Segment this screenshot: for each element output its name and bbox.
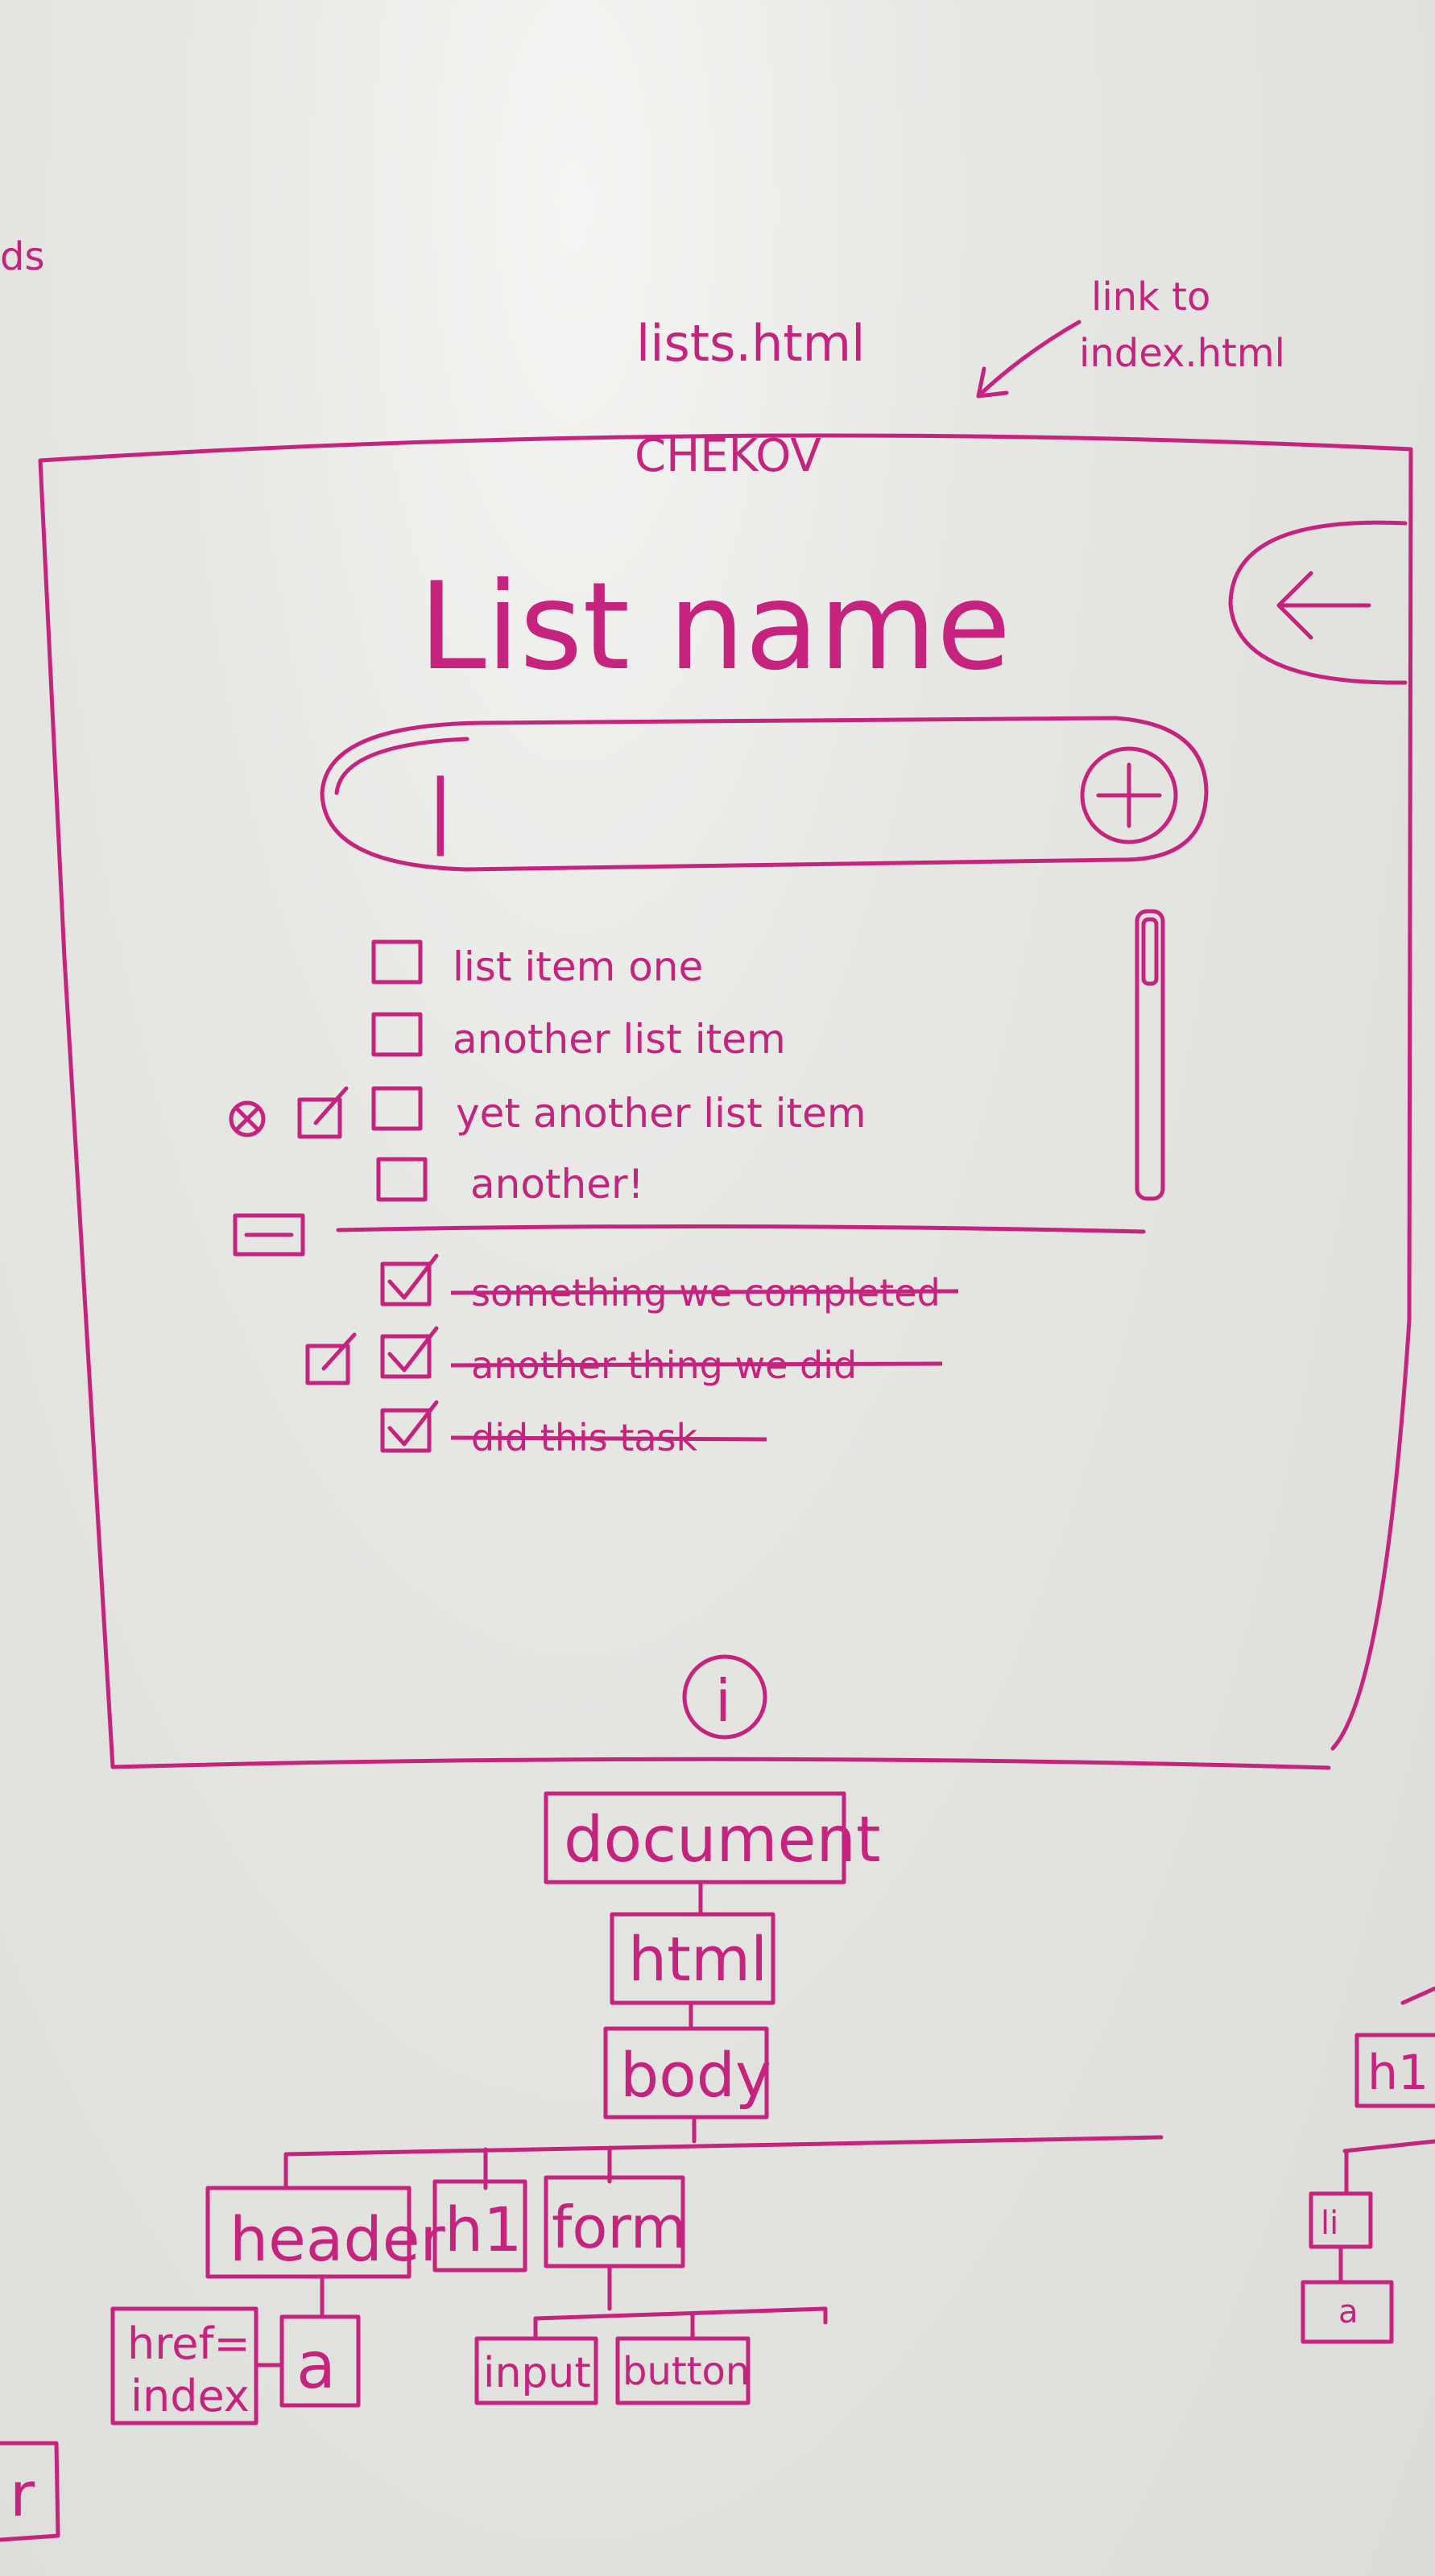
item-label: list item one	[453, 943, 703, 990]
item-checkbox-checked[interactable]	[380, 1261, 432, 1307]
check-mark	[387, 1253, 439, 1300]
tree-node-a	[279, 2314, 361, 2408]
info-button[interactable]: i	[682, 1654, 767, 1740]
tree-node-form	[544, 2175, 685, 2268]
edit-item-icon[interactable]	[297, 1097, 342, 1139]
edge-fragment-text: ds	[0, 234, 44, 279]
completed-divider	[336, 1224, 1146, 1234]
edge-fragment-r: r	[10, 2458, 35, 2530]
tree-node-button	[615, 2336, 751, 2405]
tree-node-form-label: form	[552, 2194, 687, 2261]
list-scrollbar[interactable]	[1135, 909, 1165, 1201]
tree-node-body	[603, 2026, 769, 2120]
side-tree-node-li-label: li	[1321, 2205, 1338, 2242]
tree-node-h1-label: h1	[445, 2194, 523, 2265]
scrollbar-thumb	[1141, 917, 1159, 986]
strikethrough-line	[450, 1289, 959, 1295]
tree-node-html-label: html	[628, 1923, 767, 1995]
scrollbar-track	[1135, 909, 1165, 1201]
completed-item[interactable]: did this task	[380, 1400, 767, 1459]
list-title: List name	[419, 557, 1011, 697]
tree-node-h1	[432, 2179, 527, 2273]
collapse-completed-button[interactable]	[233, 1213, 305, 1257]
tree-node-document	[544, 1791, 846, 1885]
edge-fragment-box	[0, 2441, 60, 2542]
item-checkbox-checked[interactable]	[380, 1334, 432, 1379]
strikethrough-line	[450, 1361, 943, 1368]
check-mark	[387, 1400, 439, 1447]
delete-item-icon[interactable]	[229, 1100, 266, 1137]
item-checkbox[interactable]	[371, 939, 423, 985]
list-item[interactable]: list item one	[371, 939, 703, 990]
add-button-circle	[1080, 746, 1178, 844]
tree-node-header	[205, 2186, 411, 2279]
edit-pencil-mark	[321, 1332, 357, 1371]
tree-node-input	[474, 2336, 598, 2405]
new-item-input-outline	[320, 716, 1209, 872]
item-label: another!	[470, 1161, 644, 1208]
back-button-outline	[1228, 520, 1408, 685]
delete-x-mark	[234, 1106, 260, 1132]
item-checkbox-checked[interactable]	[380, 1408, 432, 1453]
tree-node-document-label: document	[564, 1804, 881, 1876]
side-tree-node-a-label: a	[1338, 2293, 1358, 2330]
item-checkbox[interactable]	[376, 1157, 428, 1202]
back-button[interactable]	[1228, 520, 1408, 685]
list-item[interactable]: another!	[376, 1157, 644, 1208]
side-tree-node-h1	[1354, 2033, 1435, 2108]
side-tree-node-a	[1301, 2280, 1394, 2344]
new-item-input-inner-line	[334, 737, 469, 795]
dom-tree-diagram: document html body header h1 form href= …	[0, 1791, 1435, 2542]
edit-item-icon[interactable]	[305, 1344, 350, 1385]
check-mark	[387, 1326, 439, 1373]
tree-edge-body-children	[283, 2135, 1164, 2190]
link-note-line2: index.html	[1079, 331, 1285, 376]
tree-node-href-line1: href=	[127, 2318, 250, 2369]
list-item-selected[interactable]: yet another list item	[229, 1086, 866, 1139]
edit-pencil-mark	[313, 1086, 349, 1125]
tree-node-header-label: header	[230, 2203, 445, 2275]
tree-node-body-label: body	[620, 2039, 771, 2111]
tree-node-input-label: input	[483, 2349, 591, 2397]
app-frame	[38, 433, 1413, 1770]
item-label: yet another list item	[456, 1090, 866, 1137]
item-label: another list item	[453, 1016, 786, 1063]
add-item-button[interactable]	[1080, 746, 1178, 844]
back-arrow-icon	[1276, 571, 1371, 640]
tree-edge-form-children	[533, 2264, 828, 2341]
tree-node-a-label: a	[296, 2328, 336, 2403]
strikethrough-line	[450, 1435, 767, 1442]
info-icon: i	[715, 1667, 731, 1735]
link-note-line1: link to	[1091, 275, 1210, 320]
filename-annotation: lists.html	[636, 314, 865, 373]
input-cursor: |	[427, 762, 454, 857]
info-circle	[682, 1654, 767, 1740]
completed-item[interactable]: something we completed	[380, 1253, 959, 1315]
item-checkbox[interactable]	[371, 1012, 423, 1057]
tree-node-button-label: button	[622, 2349, 750, 2394]
list-item[interactable]: another list item	[371, 1012, 786, 1063]
side-tree-edge	[1342, 1986, 1435, 2194]
item-checkbox[interactable]	[371, 1086, 423, 1131]
collapse-box	[233, 1213, 305, 1257]
link-arrow-head	[976, 366, 1009, 398]
completed-item-selected[interactable]: another thing we did	[305, 1326, 943, 1387]
brand-title: CHEKOV	[635, 430, 821, 482]
side-tree-node-h1-label: h1	[1367, 2045, 1429, 2101]
link-arrow	[976, 320, 1081, 398]
plus-icon	[1096, 762, 1162, 828]
new-item-input[interactable]: |	[320, 716, 1209, 872]
tree-node-href-line2: index	[130, 2371, 250, 2421]
